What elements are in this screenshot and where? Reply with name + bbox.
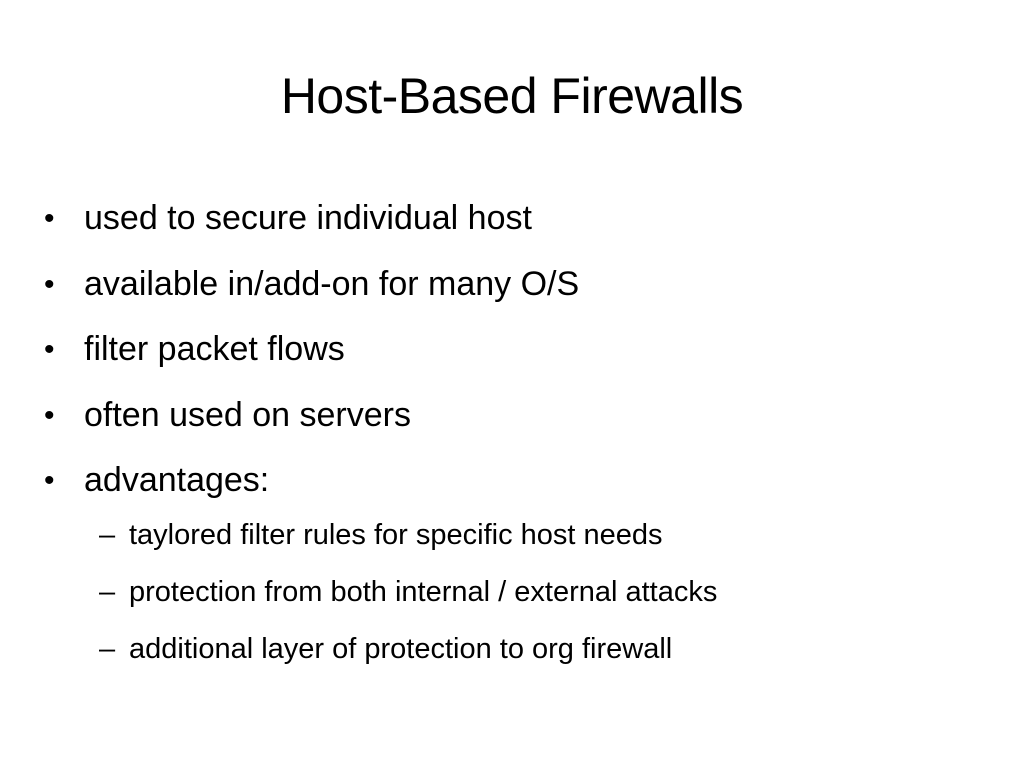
bullet-text: used to secure individual host bbox=[84, 199, 532, 237]
bullet-list: • used to secure individual host • avail… bbox=[44, 186, 984, 514]
bullet-item: • often used on servers bbox=[44, 383, 984, 449]
bullet-item: • used to secure individual host bbox=[44, 186, 984, 252]
bullet-text: advantages: bbox=[84, 461, 270, 499]
slide-title: Host-Based Firewalls bbox=[280, 68, 744, 124]
sub-bullet-text: taylored filter rules for specific host … bbox=[129, 519, 663, 551]
bullet-text: filter packet flows bbox=[84, 330, 345, 368]
bullet-text: available in/add-on for many O/S bbox=[84, 264, 580, 303]
bullet-marker: • bbox=[44, 464, 55, 497]
sub-bullet-text: additional layer of protection to org fi… bbox=[129, 633, 673, 665]
sub-bullet-marker: – bbox=[99, 519, 116, 551]
sub-bullet-list: – taylored filter rules for specific hos… bbox=[99, 507, 999, 678]
bullet-marker: • bbox=[44, 398, 55, 432]
bullet-item: • available in/add-on for many O/S bbox=[44, 252, 984, 318]
bullet-item: • advantages: bbox=[44, 448, 984, 514]
sub-bullet-marker: – bbox=[99, 633, 116, 665]
bullet-text: often used on servers bbox=[84, 395, 411, 434]
bullet-marker: • bbox=[44, 202, 55, 235]
sub-bullet-text: protection from both internal / external… bbox=[129, 576, 718, 608]
sub-bullet-marker: – bbox=[99, 576, 116, 608]
sub-bullet-item: – taylored filter rules for specific hos… bbox=[99, 507, 999, 564]
bullet-item: • filter packet flows bbox=[44, 317, 984, 383]
sub-bullet-item: – additional layer of protection to org … bbox=[99, 621, 999, 678]
bullet-marker: • bbox=[44, 333, 55, 366]
bullet-marker: • bbox=[44, 267, 55, 301]
sub-bullet-item: – protection from both internal / extern… bbox=[99, 564, 999, 621]
